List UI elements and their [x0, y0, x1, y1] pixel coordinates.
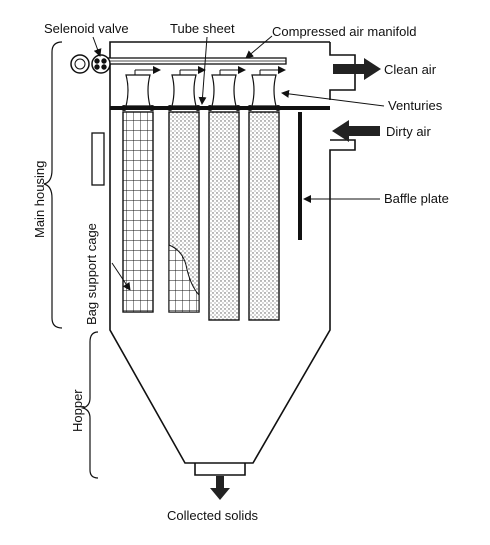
- hopper-bracket: [80, 331, 99, 479]
- tube-sheet: [110, 105, 330, 111]
- dirty-air-arrow-icon: [332, 120, 380, 142]
- label-bag-support-cage: Bag support cage: [84, 223, 99, 325]
- solenoid-valve-icon: [70, 54, 111, 74]
- baffle-plate: [298, 112, 302, 240]
- label-baffle-plate: Baffle plate: [384, 191, 449, 206]
- housing-window: [91, 132, 105, 186]
- compressed-air-manifold: [107, 57, 287, 65]
- leader-lines: [92, 35, 385, 291]
- label-collected-solids: Collected solids: [167, 508, 259, 523]
- label-clean-air: Clean air: [384, 62, 437, 77]
- collected-solids-arrow-icon: [210, 476, 230, 500]
- label-hopper: Hopper: [70, 389, 85, 432]
- label-dirty-air: Dirty air: [386, 124, 431, 139]
- blow-pipes: [134, 70, 285, 75]
- label-main-housing: Main housing: [32, 161, 47, 238]
- main-housing-bracket: [43, 41, 63, 329]
- label-tube-sheet: Tube sheet: [170, 21, 235, 36]
- label-compressed-air-manifold: Compressed air manifold: [272, 24, 417, 39]
- label-venturies: Venturies: [388, 98, 443, 113]
- filter-bag-4: [248, 111, 280, 321]
- filter-bag-cage: [122, 111, 154, 313]
- clean-air-arrow-icon: [333, 58, 381, 80]
- filter-bag-2: [168, 111, 200, 313]
- filter-bag-3: [208, 111, 240, 321]
- label-selenoid-valve: Selenoid valve: [44, 21, 129, 36]
- venturies: [125, 74, 277, 107]
